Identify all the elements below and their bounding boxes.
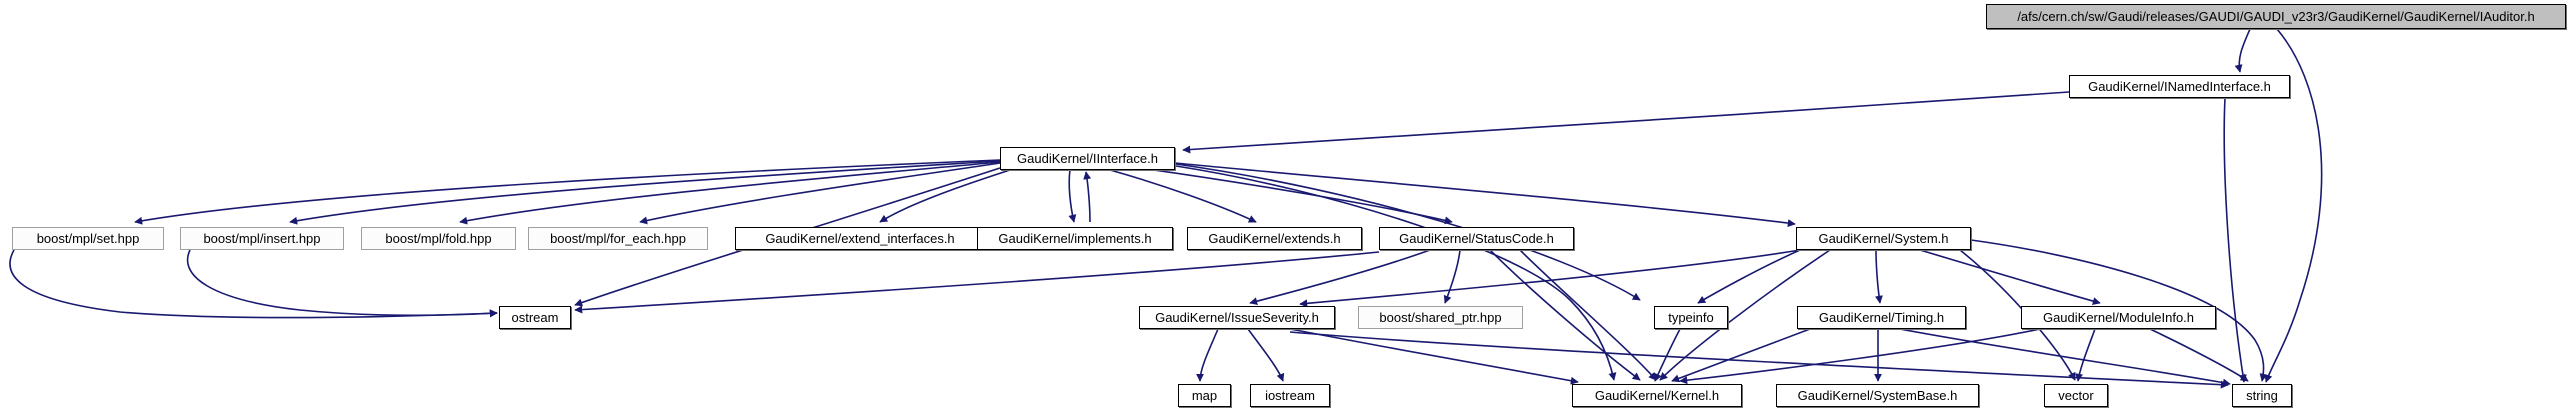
graph-node-label: GaudiKernel/IInterface.h <box>1017 151 1158 166</box>
graph-node-label: boost/mpl/for_each.hpp <box>550 231 686 246</box>
graph-node-label: ostream <box>511 310 559 325</box>
dependency-edge <box>1443 249 1461 304</box>
dependency-edge <box>1068 169 1077 223</box>
dependency-edge <box>639 162 1001 225</box>
graph-node-iostream[interactable]: iostream <box>1250 384 1330 407</box>
graph-node-root[interactable]: /afs/cern.ch/sw/Gaudi/releases/GAUDI/GAU… <box>1986 4 2566 29</box>
graph-node-extends[interactable]: GaudiKernel/extends.h <box>1187 227 1362 250</box>
dependency-edge <box>289 160 1001 225</box>
graph-node-typeinfo[interactable]: typeinfo <box>1654 306 1728 329</box>
graph-node-label: GaudiKernel/ModuleInfo.h <box>2042 310 2195 325</box>
graph-node-map[interactable]: map <box>1178 384 1231 407</box>
dependency-edge <box>1247 328 1285 382</box>
dependency-edge <box>1196 328 1219 382</box>
graph-node-label: boost/mpl/insert.hpp <box>203 231 321 246</box>
graph-node-string[interactable]: string <box>2232 384 2292 407</box>
graph-node-mplfold[interactable]: boost/mpl/fold.hpp <box>361 227 516 250</box>
graph-node-extendif[interactable]: GaudiKernel/extend_interfaces.h <box>735 227 985 250</box>
graph-node-sharedptr[interactable]: boost/shared_ptr.hpp <box>1358 306 1523 329</box>
dependency-edge <box>1299 249 1801 308</box>
graph-node-label: iostream <box>1265 388 1315 403</box>
dependency-edge <box>1659 249 1831 381</box>
dependency-edge <box>2234 28 2251 73</box>
graph-node-systembase[interactable]: GaudiKernel/SystemBase.h <box>1776 384 1979 407</box>
graph-node-label: GaudiKernel/System.h <box>1818 231 1949 246</box>
graph-node-label: typeinfo <box>1668 310 1714 325</box>
dependency-edge <box>1654 328 1681 382</box>
graph-node-label: /afs/cern.ch/sw/Gaudi/releases/GAUDI/GAU… <box>2017 9 2535 24</box>
graph-node-named[interactable]: GaudiKernel/INamedInterface.h <box>2069 75 2290 98</box>
graph-node-issuesev[interactable]: GaudiKernel/IssueSeverity.h <box>1139 306 1335 329</box>
dependency-edge <box>2149 328 2249 382</box>
graph-node-label: string <box>2246 388 2278 403</box>
graph-node-vector[interactable]: vector <box>2044 384 2108 407</box>
dependency-edge <box>1175 165 1617 381</box>
dependency-edge <box>1489 249 1641 381</box>
dependency-edge <box>1874 249 1883 304</box>
graph-node-label: GaudiKernel/extends.h <box>1208 231 1341 246</box>
dependency-edge <box>1109 169 1257 223</box>
dependency-edge <box>1289 328 1579 385</box>
dependency-edge <box>1249 249 1431 306</box>
dependency-edge <box>1919 249 2101 305</box>
dependency-edge <box>2264 28 2323 383</box>
graph-node-label: boost/shared_ptr.hpp <box>1379 310 1502 325</box>
graph-node-timing[interactable]: GaudiKernel/Timing.h <box>1797 306 1966 329</box>
dependency-edge <box>1970 239 2268 382</box>
dependency-edge <box>1175 163 1641 301</box>
graph-node-label: GaudiKernel/StatusCode.h <box>1399 231 1554 246</box>
dependency-edge <box>1289 331 2229 389</box>
graph-node-label: GaudiKernel/INamedInterface.h <box>2088 79 2271 94</box>
graph-node-mplset[interactable]: boost/mpl/set.hpp <box>12 227 164 250</box>
graph-node-label: GaudiKernel/SystemBase.h <box>1797 388 1958 403</box>
dependency-edge <box>574 251 1380 314</box>
graph-node-label: boost/mpl/set.hpp <box>36 231 140 246</box>
dependency-edge <box>1679 328 2041 385</box>
graph-node-system[interactable]: GaudiKernel/System.h <box>1796 227 1971 250</box>
graph-node-mplinsert[interactable]: boost/mpl/insert.hpp <box>180 227 344 250</box>
dependency-edge <box>459 161 1001 225</box>
dependency-edge <box>134 159 1001 225</box>
graph-node-label: vector <box>2058 388 2094 403</box>
graph-node-label: boost/mpl/fold.hpp <box>385 231 492 246</box>
dependency-edge <box>2075 328 2096 382</box>
dependency-edge <box>1899 328 2231 387</box>
graph-node-label: map <box>1191 388 1218 403</box>
graph-node-kernel[interactable]: GaudiKernel/Kernel.h <box>1572 384 1742 407</box>
graph-node-implements[interactable]: GaudiKernel/implements.h <box>977 227 1173 250</box>
graph-node-label: GaudiKernel/extend_interfaces.h <box>765 231 955 246</box>
graph-node-iface[interactable]: GaudiKernel/IInterface.h <box>1000 147 1175 170</box>
graph-node-label: GaudiKernel/Kernel.h <box>1594 388 1720 403</box>
graph-node-label: GaudiKernel/implements.h <box>998 231 1152 246</box>
graph-node-statuscode[interactable]: GaudiKernel/StatusCode.h <box>1379 227 1574 250</box>
graph-node-label: GaudiKernel/IssueSeverity.h <box>1155 310 1319 325</box>
graph-node-moduleinfo[interactable]: GaudiKernel/ModuleInfo.h <box>2021 306 2216 329</box>
edges-group <box>9 28 2323 389</box>
dependency-edge <box>186 249 498 318</box>
dependency-edge <box>1519 249 1657 381</box>
dependency-edge <box>1182 91 2070 154</box>
dependency-edge <box>1697 249 1801 304</box>
dependency-edge <box>9 249 498 319</box>
graph-node-mplforeach[interactable]: boost/mpl/for_each.hpp <box>528 227 708 250</box>
dependency-edge <box>2223 97 2247 383</box>
dependency-edge <box>879 169 1011 223</box>
graph-node-label: GaudiKernel/Timing.h <box>1818 310 1945 325</box>
dependency-edge <box>1083 171 1092 223</box>
graph-node-ostream[interactable]: ostream <box>499 306 571 329</box>
dependency-edge <box>1174 162 1796 228</box>
